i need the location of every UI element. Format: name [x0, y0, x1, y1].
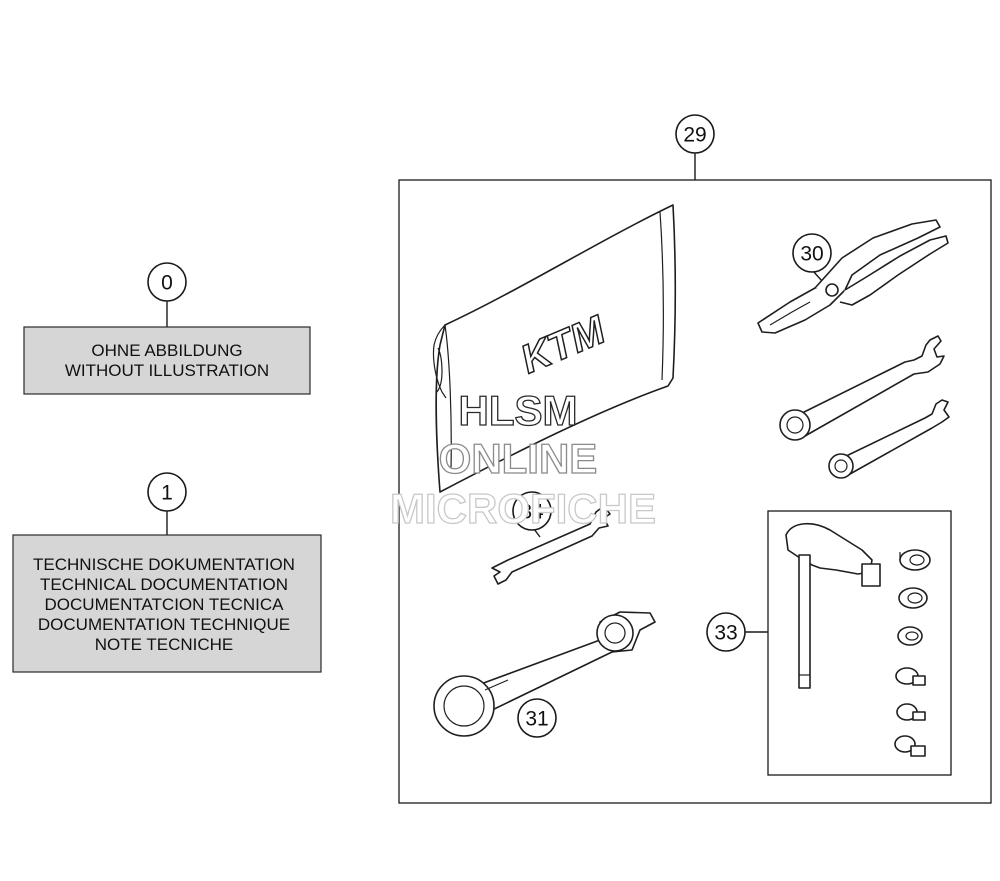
- watermark-line-1: HLSM: [459, 387, 578, 434]
- special-spanner[interactable]: [433, 611, 656, 737]
- callout-31-label: 31: [525, 708, 548, 731]
- note-0-line-1: OHNE ABBILDUNG: [91, 341, 242, 360]
- callout-30-label: 30: [800, 243, 823, 266]
- callout-33-circle[interactable]: [706, 612, 746, 652]
- callout-1-label: 1: [161, 482, 173, 505]
- bit-set-group: 33: [706, 510, 952, 776]
- callout-34-circle[interactable]: [512, 491, 552, 531]
- callout-1-circle[interactable]: [147, 472, 187, 512]
- tool-bag[interactable]: KTM: [432, 204, 677, 493]
- watermark-line-2: ONLINE: [439, 435, 598, 482]
- note-0-line-2: WITHOUT ILLUSTRATION: [65, 361, 269, 380]
- toolkit-group: 29: [398, 114, 992, 804]
- callout-0-circle[interactable]: [147, 262, 187, 302]
- t-handle[interactable]: [785, 522, 881, 689]
- note-box-technical-documentation: [12, 534, 322, 673]
- callout-31-circle[interactable]: [517, 698, 557, 738]
- note-1-line-2: TECHNICAL DOCUMENTATION: [40, 575, 288, 594]
- pliers[interactable]: [757, 219, 949, 334]
- note-box-without-illustration: [23, 326, 311, 395]
- watermark: HLSM ONLINE MICROFICHE: [389, 386, 656, 532]
- item-0-group: 0 OHNE ABBILDUNG WITHOUT ILLUSTRATION: [23, 262, 311, 395]
- leader-line-30: [812, 270, 823, 282]
- note-1-line-4: DOCUMENTATION TECHNIQUE: [38, 615, 290, 634]
- bit-set-frame: [767, 510, 952, 776]
- callout-34-label: 34: [520, 501, 544, 524]
- item-1-group: 1 TECHNISCHE DOKUMENTATION TECHNICAL DOC…: [12, 472, 322, 673]
- note-1-line-1: TECHNISCHE DOKUMENTATION: [33, 555, 295, 574]
- callout-29-circle[interactable]: [675, 114, 715, 154]
- callout-33-label: 33: [714, 622, 737, 645]
- note-1-line-3: DOCUMENTATCION TECNICA: [45, 595, 285, 614]
- combination-wrench-small[interactable]: [828, 399, 950, 479]
- watermark-line-3: MICROFICHE: [390, 485, 656, 532]
- callout-30-circle[interactable]: [792, 233, 832, 273]
- note-1-line-5: NOTE TECNICHE: [95, 635, 234, 654]
- combination-wrench-large[interactable]: [779, 335, 945, 441]
- socket-bits[interactable]: [894, 549, 931, 757]
- open-end-wrench[interactable]: [491, 505, 611, 585]
- callout-0-label: 0: [161, 272, 173, 295]
- callout-29-label: 29: [683, 124, 706, 147]
